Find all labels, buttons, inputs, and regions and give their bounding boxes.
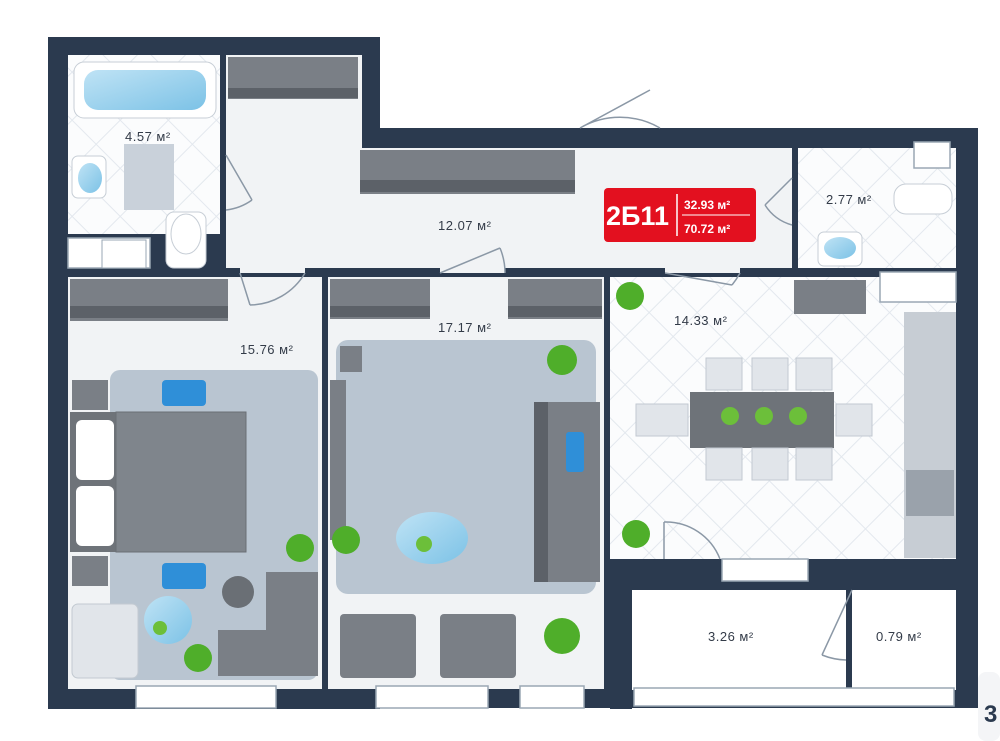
room-labels: 4.57 м² 12.07 м² 2.77 м² 15.76 м² 17.17 … — [125, 129, 922, 644]
area-label-wc: 2.77 м² — [826, 192, 872, 207]
washer — [101, 239, 147, 269]
corner-mark-text: 3 — [984, 701, 997, 728]
wc-fixtures — [817, 183, 953, 267]
door-wc — [764, 177, 793, 226]
badge-background — [604, 188, 756, 242]
fridge — [794, 280, 866, 314]
door-balcony-small — [821, 589, 853, 661]
dining-chairs — [635, 357, 873, 481]
window-kitchen — [879, 271, 957, 303]
tv-stand — [330, 380, 346, 540]
apartment-code: 2Б11 — [606, 201, 669, 231]
kitchen-furniture — [616, 280, 956, 558]
sofa-cushion — [566, 432, 584, 472]
table-plant-1 — [721, 407, 739, 425]
pillow-1 — [76, 420, 114, 480]
apartment-badge: 2Б11 32.93 м² 70.72 м² — [604, 188, 756, 242]
area-label-kitchen: 14.33 м² — [674, 313, 728, 328]
door-bathroom — [225, 154, 253, 211]
plant-living-1 — [547, 345, 577, 375]
armchair — [71, 603, 139, 679]
window-balcony — [633, 687, 955, 707]
side-table — [340, 346, 362, 372]
desk — [266, 572, 318, 676]
bedroom-furniture — [70, 370, 318, 680]
table-plant-2 — [755, 407, 773, 425]
area-label-living-room: 17.17 м² — [438, 320, 492, 335]
nightstand-2 — [72, 556, 108, 586]
stove — [906, 470, 954, 516]
table-plant-3 — [789, 407, 807, 425]
door-living — [439, 247, 506, 274]
armchair-living-1 — [340, 614, 416, 678]
plant-bedroom-2 — [184, 644, 212, 672]
living-area: 32.93 м² — [684, 198, 730, 212]
wc-toilet — [893, 183, 953, 215]
bathroom-fixtures — [71, 61, 217, 269]
nightstand-1 — [72, 380, 108, 410]
window-kitchen-balcony — [721, 558, 809, 582]
plant-bedroom-1 — [286, 534, 314, 562]
plant-living-3 — [544, 618, 580, 654]
area-label-bedroom: 15.76 м² — [240, 342, 294, 357]
door-balcony — [663, 521, 721, 560]
door-entrance — [579, 89, 661, 129]
area-label-balcony-small: 0.79 м² — [876, 629, 922, 644]
window-living-2 — [519, 685, 585, 709]
balcony-small-floor — [852, 590, 956, 690]
corner-mark: 3 — [978, 672, 1000, 741]
interior-walls — [68, 55, 956, 709]
door-bedroom — [239, 272, 306, 306]
ottoman-1 — [162, 380, 206, 406]
total-area: 70.72 м² — [684, 222, 730, 236]
doors — [225, 89, 853, 661]
balcony-large-floor — [632, 590, 846, 690]
coffee-table — [144, 596, 192, 644]
door-kitchen — [664, 272, 741, 286]
living-coffee-table — [396, 512, 468, 564]
area-label-bathroom: 4.57 м² — [125, 129, 171, 144]
plant-kitchen-2 — [622, 520, 650, 548]
window-bedroom — [135, 685, 277, 709]
plant-living-2 — [332, 526, 360, 554]
area-label-balcony-large: 3.26 м² — [708, 629, 754, 644]
office-chair — [222, 576, 254, 608]
plant-kitchen-1 — [616, 282, 644, 310]
window-living-1 — [375, 685, 489, 709]
window-wc — [913, 141, 951, 169]
area-label-hallway: 12.07 м² — [438, 218, 492, 233]
bath-mat — [124, 144, 174, 210]
ottoman-2 — [162, 563, 206, 589]
wardrobes — [70, 57, 602, 321]
pillow-2 — [76, 486, 114, 546]
living-room-furniture — [330, 340, 600, 678]
armchair-living-2 — [440, 614, 516, 678]
kitchen-counter — [904, 312, 956, 558]
